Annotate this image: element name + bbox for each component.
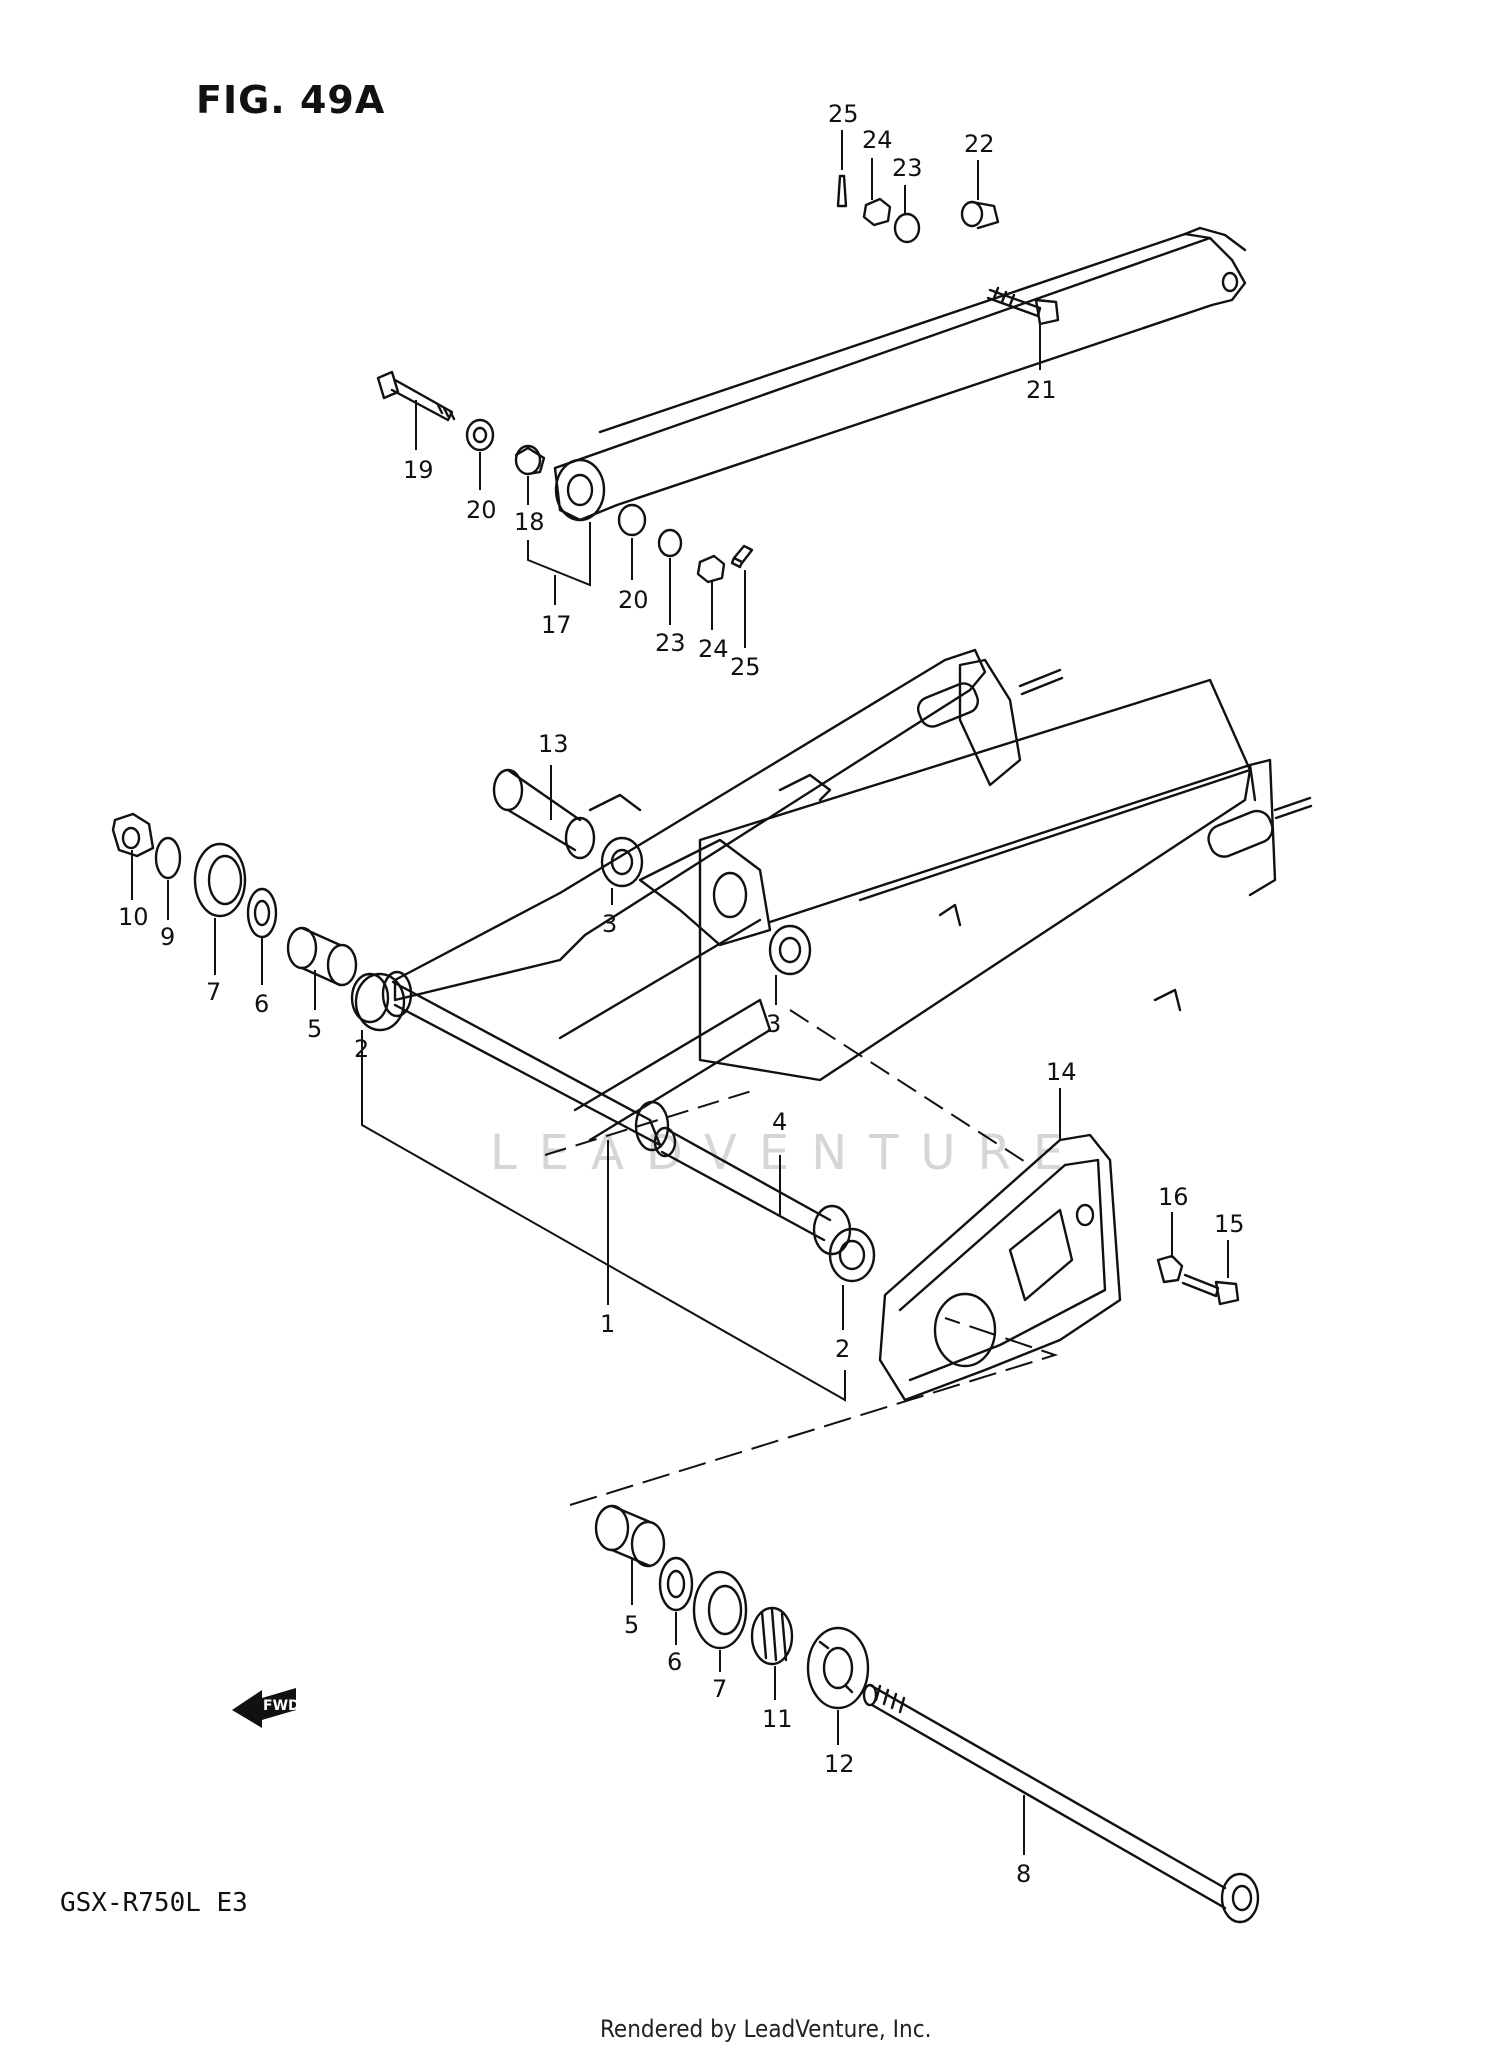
needle-bearing-part-2-right: [828, 1227, 876, 1283]
washer-part-9: [154, 836, 182, 880]
sleeve-part-13: [492, 768, 596, 860]
spacer-part-20-left: [465, 418, 495, 452]
callout-10: 10: [118, 903, 149, 931]
bearing-part-3-lower: [768, 924, 812, 976]
washer-part-6-lower: [658, 1556, 694, 1612]
callout-7-upper: 7: [206, 978, 221, 1006]
fwd-label: FWD: [263, 1698, 300, 1714]
callout-21: 21: [1026, 376, 1057, 404]
callout-9: 9: [160, 923, 175, 951]
spacer-part-5: [286, 926, 358, 987]
adjuster-part-11: [750, 1606, 794, 1666]
watermark: LEADVENTURE: [490, 1125, 1086, 1181]
bolt-part-21: [986, 286, 1060, 326]
callout-5-lower: 5: [624, 1611, 639, 1639]
pivot-shaft-part-8: [862, 1683, 1260, 1924]
callout-8: 8: [1016, 1860, 1031, 1888]
callout-3-lower: 3: [766, 1010, 781, 1038]
washer-part-6: [246, 887, 278, 939]
callout-1: 1: [600, 1310, 615, 1338]
callout-12: 12: [824, 1750, 855, 1778]
washer-part-23-lower: [657, 528, 683, 558]
sleeve-part-4: [653, 1126, 852, 1256]
callout-6-lower: 6: [667, 1648, 682, 1676]
bushing-part-18: [514, 444, 546, 476]
bearing-part-3-upper: [600, 836, 644, 888]
callout-24-top: 24: [862, 126, 893, 154]
callout-14: 14: [1046, 1058, 1077, 1086]
callout-23-top: 23: [892, 154, 923, 182]
callout-16: 16: [1158, 1183, 1189, 1211]
callout-22: 22: [964, 130, 995, 158]
callout-11: 11: [762, 1705, 793, 1733]
spacer-part-5-lower: [594, 1504, 666, 1568]
callout-6-upper: 6: [254, 990, 269, 1018]
bolt-part-19: [376, 370, 456, 422]
collar-part-16: [1156, 1254, 1184, 1284]
collar-part-22: [960, 200, 1000, 230]
callout-20-right: 20: [618, 586, 649, 614]
leader-lines: [131, 130, 1229, 1855]
spacer-part-20-right: [617, 503, 647, 537]
callout-2-left: 2: [354, 1035, 369, 1063]
forward-direction-arrow: FWD: [232, 1688, 300, 1728]
callout-24-bottom: 24: [698, 635, 729, 663]
torque-rod-part-17: [553, 226, 1247, 522]
cotter-pin-part-25-lower: [730, 556, 744, 569]
callout-4: 4: [772, 1108, 787, 1136]
footer-credit: Rendered by LeadVenture, Inc.: [600, 2015, 932, 2043]
callout-25-bottom: 25: [730, 653, 761, 681]
callout-labels: 25 24 23 22 21 19 20 18 17 20 23 24 25 1…: [118, 100, 1245, 1888]
callout-17: 17: [541, 611, 572, 639]
callout-25-top: 25: [828, 100, 859, 128]
needle-bearing-part-2-left: [350, 972, 406, 1032]
callout-20-left: 20: [466, 496, 497, 524]
castle-nut-part-24-lower: [696, 554, 726, 584]
cotter-pin-part-25-upper: [836, 174, 848, 208]
callout-3-upper: 3: [602, 910, 617, 938]
washer-part-23-upper: [893, 212, 921, 244]
castle-nut-part-24-upper: [862, 197, 892, 227]
nut-part-10: [111, 812, 155, 858]
dust-cap-part-7: [193, 842, 247, 918]
swingarm-part-1: [381, 648, 1313, 1152]
dust-cap-part-7-lower: [692, 1570, 748, 1650]
callout-7-lower: 7: [712, 1675, 727, 1703]
callout-13: 13: [538, 730, 569, 758]
figure-title: FIG. 49A: [196, 78, 386, 122]
callout-18: 18: [514, 508, 545, 536]
callout-15: 15: [1214, 1210, 1245, 1238]
callout-23-bottom: 23: [655, 629, 686, 657]
callout-19: 19: [403, 456, 434, 484]
bolt-part-15: [1181, 1273, 1240, 1306]
lock-ring-part-12: [806, 1626, 870, 1710]
callout-2-right: 2: [835, 1335, 850, 1363]
model-label: GSX-R750L E3: [60, 1888, 248, 1918]
callout-5-upper: 5: [307, 1015, 322, 1043]
chain-guard-part-14: [878, 1133, 1122, 1402]
